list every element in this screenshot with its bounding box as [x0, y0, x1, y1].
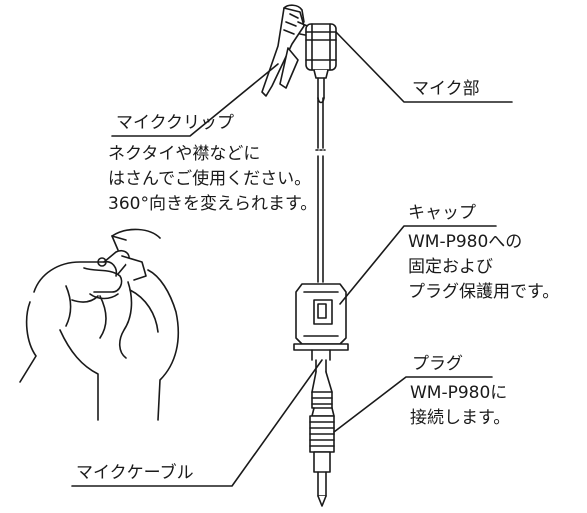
- cap-desc-line-1: WM-P980への: [408, 232, 523, 252]
- plug-drawing: [309, 359, 335, 507]
- hands-drawing: [19, 228, 180, 421]
- mic-cable-label: マイクケーブル: [76, 463, 194, 483]
- cap-desc-line-2: 固定および: [408, 257, 493, 277]
- cap-label: キャップ: [408, 203, 476, 223]
- plug-desc-line-1: WM-P980に: [410, 383, 508, 403]
- cap-desc-line-3: プラグ保護用です。: [408, 282, 560, 302]
- cap-drawing: [293, 283, 349, 361]
- plug-label: プラグ: [412, 354, 463, 374]
- mic-clip-drawing: [261, 4, 313, 97]
- mic-part-label: マイク部: [412, 79, 480, 99]
- mic-clip-label: マイククリップ: [116, 113, 234, 133]
- mic-clip-desc-line-1: ネクタイや襟などに: [108, 144, 261, 164]
- mic-clip-desc-line-3: 360°向きを変えられます。: [108, 194, 318, 214]
- mic-head-drawing: [305, 23, 337, 104]
- plug-desc-line-2: 接続します。: [410, 408, 511, 428]
- mic-clip-desc-line-2: はさんでご使用ください。: [108, 169, 312, 189]
- leader-lines: [71, 31, 513, 487]
- cable-drawing: [315, 97, 326, 283]
